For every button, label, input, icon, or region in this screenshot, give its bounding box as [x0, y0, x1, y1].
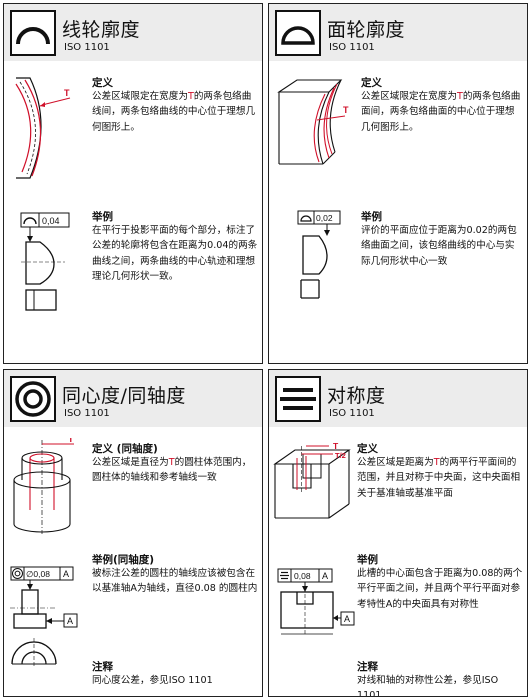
- note-text: 同心度公差，参见ISO 1101: [92, 675, 213, 686]
- example-text: 评价的平面应位于距离为0.02的两包络曲面之间，该包络曲线的中心与实际几何形状中…: [361, 225, 517, 267]
- panel-standard: ISO 1101: [64, 42, 110, 53]
- tolerance-label: T: [343, 105, 349, 115]
- definition-text: 公差区域是距离为T的两平行平面间的范围，并且对称于中央面，这中央面相关于基准轴或…: [357, 457, 521, 499]
- panel-surface-profile: 面轮廓度 ISO 1101 T 定义 公差区域限定在宽度为T的两条包络曲面间，两…: [268, 3, 528, 364]
- note-heading: 注释: [357, 661, 378, 673]
- symmetry-symbol-icon: [275, 376, 321, 422]
- tolerance-label: T: [68, 438, 74, 444]
- tolerance-label: T: [333, 442, 339, 451]
- panel-standard: ISO 1101: [329, 42, 375, 53]
- panel-title: 线轮廓度: [62, 19, 141, 41]
- panel-symmetry: 对称度 ISO 1101 T T/2 定义 公差区域是距离为T的两平行平面间的范…: [268, 369, 528, 697]
- example-figure: 0,04: [20, 212, 70, 311]
- datum-label: A: [67, 616, 73, 626]
- panel-line-profile: 线轮廓度 ISO 1101 T 定义 公差区域限定在宽度为T的两条包络曲线间，两…: [3, 3, 263, 364]
- note-text: 对线和轴的对称性公差，参见ISO 1101: [357, 675, 499, 697]
- example-heading: 举例: [361, 211, 382, 223]
- example-figure: 0,02: [297, 210, 341, 299]
- definition-heading: 定义: [92, 77, 113, 89]
- panel-header: 线轮廓度 ISO 1101: [4, 4, 262, 61]
- definition-figure: T: [13, 438, 74, 534]
- example-figure: 0,08 A A: [277, 568, 355, 635]
- panel-title: 对称度: [327, 385, 386, 407]
- fcf-value: 0,04: [42, 216, 60, 226]
- definition-heading: 定义: [357, 443, 378, 455]
- definition-text: 公差区域限定在宽度为T的两条包络曲线间，两条包络曲线的中心位于理想几何图形上。: [92, 91, 256, 133]
- half-tolerance-label: T/2: [335, 451, 346, 460]
- definition-text: 公差区域是直径为T的圆柱体范围内，圆柱体的轴线和参考轴线一致: [92, 457, 252, 484]
- fcf-datum: A: [322, 571, 328, 581]
- panel-title: 同心度/同轴度: [62, 385, 186, 407]
- fcf-datum: A: [63, 569, 69, 579]
- example-text: 被标注公差的圆柱的轴线应该被包含在以基准轴A为轴线，直径0.08 的圆柱内: [92, 568, 258, 595]
- panel-header: 对称度 ISO 1101: [269, 370, 527, 427]
- tolerance-label: T: [64, 88, 70, 98]
- definition-heading: 定义 (同轴度): [92, 443, 158, 455]
- panel-header: 同心度/同轴度 ISO 1101: [4, 370, 262, 427]
- example-text: 在平行于投影平面的每个部分，标注了公差的轮廓将包含在距离为0.04的两条曲线之间…: [92, 225, 258, 282]
- panel-concentricity: 同心度/同轴度 ISO 1101 T 定义 (同轴度) 公差区域是直径为T的圆柱…: [3, 369, 263, 697]
- definition-figure: T T/2: [273, 442, 351, 519]
- concentricity-symbol-icon: [10, 376, 56, 422]
- fcf-value: ∅0,08: [26, 569, 50, 579]
- definition-figure: T: [277, 79, 349, 165]
- surface-profile-symbol-icon: [275, 10, 321, 56]
- note-heading: 注释: [92, 661, 113, 673]
- fcf-value: 0,02: [316, 213, 333, 223]
- example-heading: 举例(同轴度): [92, 554, 155, 566]
- panel-title: 面轮廓度: [327, 19, 406, 41]
- definition-figure: T: [15, 77, 71, 179]
- panel-standard: ISO 1101: [64, 408, 110, 419]
- definition-text: 公差区域限定在宽度为T的两条包络曲面间，两条包络曲面的中心位于理想几何图形上。: [361, 91, 521, 133]
- line-profile-symbol-icon: [10, 10, 56, 56]
- datum-label: A: [344, 614, 350, 624]
- example-text: 此槽的中心面包含于距离为0.08的两个平行平面之间，并且两个平行平面对参考特性A…: [357, 568, 523, 610]
- fcf-value: 0,08: [294, 571, 311, 581]
- example-figure: ∅0,08 A A: [10, 566, 78, 666]
- definition-heading: 定义: [361, 77, 382, 89]
- panel-header: 面轮廓度 ISO 1101: [269, 4, 527, 61]
- example-heading: 举例: [357, 554, 378, 566]
- example-heading: 举例: [92, 211, 113, 223]
- panel-standard: ISO 1101: [329, 408, 375, 419]
